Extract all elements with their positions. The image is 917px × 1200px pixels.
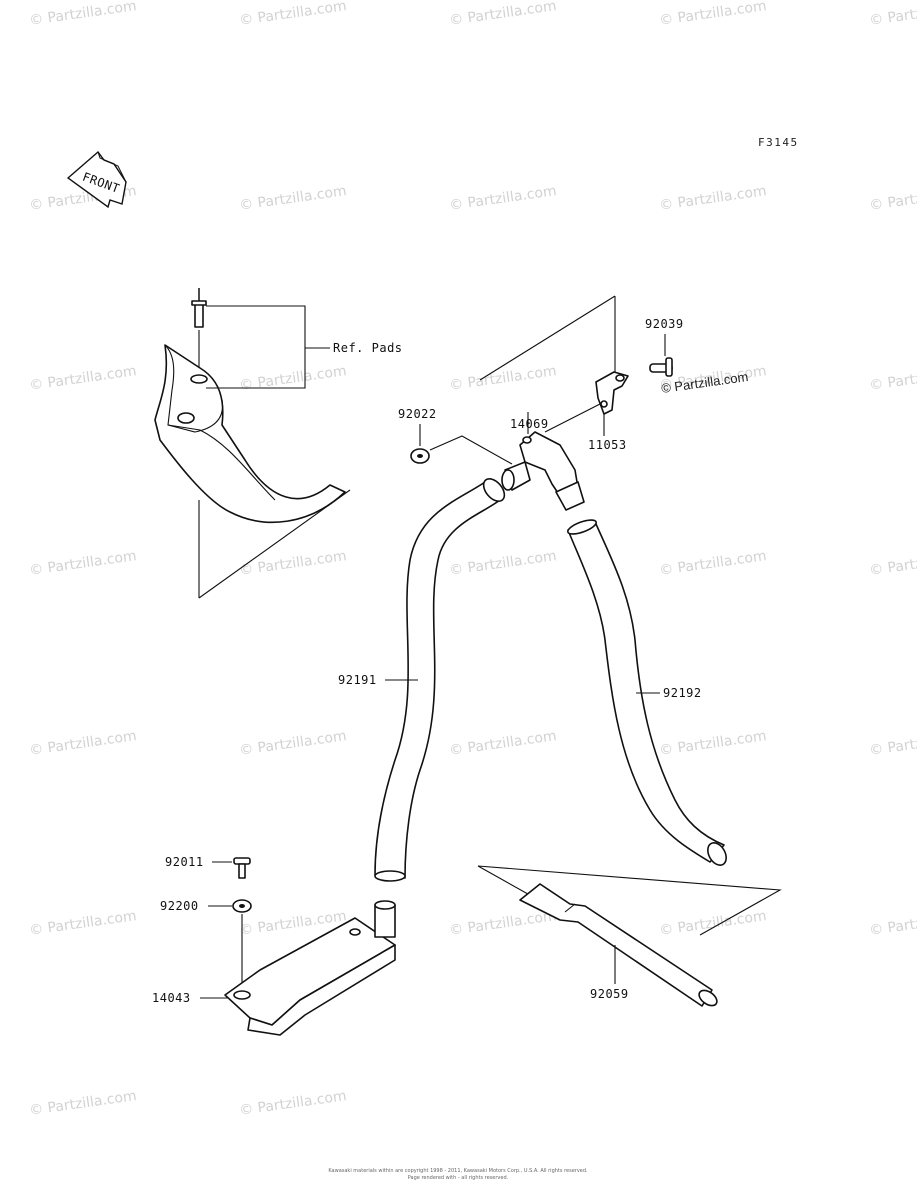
screw-92011-icon — [212, 857, 251, 879]
watermark-text: © Partzilla.com — [448, 908, 557, 939]
watermark-text: © Partzilla.com — [448, 728, 557, 759]
hose-92192-icon — [567, 519, 727, 866]
front-arrow-icon: FRONT — [66, 150, 127, 209]
watermark-text: © Partzilla.com — [238, 548, 347, 579]
watermark-text: © Partzilla.com — [658, 548, 767, 579]
callout-92200: 92200 — [160, 899, 199, 913]
watermark-text: © Partzilla.com — [238, 0, 347, 29]
callout-11053: 11053 — [588, 438, 627, 452]
watermark-text: © Partzilla.com — [868, 363, 917, 394]
watermark-text: © Partzilla.com — [238, 728, 347, 759]
watermark-text: © Partzilla.com — [658, 728, 767, 759]
watermark-text: © Partzilla.com — [868, 728, 917, 759]
watermark-text: © Partzilla.com — [868, 183, 917, 214]
watermark-text: © Partzilla.com — [658, 183, 767, 214]
figure-code: F3145 — [758, 136, 799, 149]
rivet-icon — [191, 288, 207, 328]
watermark-text: © Partzilla.com — [658, 0, 767, 29]
frame-line — [479, 295, 616, 381]
watermark-text: © Partzilla.com — [28, 363, 137, 394]
watermark-layer: © Partzilla.com © Partzilla.com © Partzill… — [28, 0, 917, 1119]
watermark-text: © Partzilla.com — [448, 183, 557, 214]
watermark-text: © Partzilla.com — [448, 363, 557, 394]
washer-92200-icon — [208, 899, 252, 990]
washer-92022-icon — [410, 424, 513, 465]
copyright-line-1: Kawasaki materials within are copyright … — [328, 1168, 588, 1174]
watermark-text: © Partzilla.com — [238, 1088, 347, 1119]
callout-14043: 14043 — [152, 991, 191, 1005]
ref-pads-inset — [154, 288, 351, 599]
watermark-text: © Partzilla.com — [238, 183, 347, 214]
frame-line — [477, 865, 782, 936]
watermark-text: © Partzilla.com — [28, 548, 137, 579]
frame-line — [477, 865, 536, 899]
bolt-92039-icon — [649, 334, 673, 377]
housing-14043-icon — [200, 900, 396, 1036]
callout-14069: 14069 — [510, 417, 549, 431]
tube-92059-icon — [519, 883, 718, 1007]
watermark-text: © Partzilla.com — [28, 1088, 137, 1119]
hose-92191-icon — [374, 477, 506, 882]
watermark-text: © Partzilla.com — [238, 363, 347, 394]
watermark-text: © Partzilla.com — [868, 548, 917, 579]
copyright-line-2: Page rendered with - all rights reserved… — [408, 1175, 509, 1181]
callout-92011: 92011 — [165, 855, 204, 869]
watermark-text: © Partzilla.com — [28, 0, 137, 29]
callout-92022: 92022 — [398, 407, 437, 421]
callout-92191: 92191 — [338, 673, 377, 687]
fitting-14069-icon — [501, 403, 601, 511]
callout-92039: 92039 — [645, 317, 684, 331]
callout-92059: 92059 — [590, 987, 629, 1001]
watermark-text: © Partzilla.com — [448, 548, 557, 579]
callout-92192: 92192 — [663, 686, 702, 700]
watermark-text: © Partzilla.com — [28, 908, 137, 939]
bracket-11053-icon — [595, 371, 629, 436]
watermark-text: © Partzilla.com — [868, 0, 917, 29]
watermark-text: © Partzilla.com — [868, 908, 917, 939]
ref-pads-label: Ref. Pads — [333, 341, 403, 355]
watermark-text: © Partzilla.com — [448, 0, 557, 29]
watermark-text: © Partzilla.com — [658, 908, 767, 939]
watermark-text: © Partzilla.com — [28, 728, 137, 759]
